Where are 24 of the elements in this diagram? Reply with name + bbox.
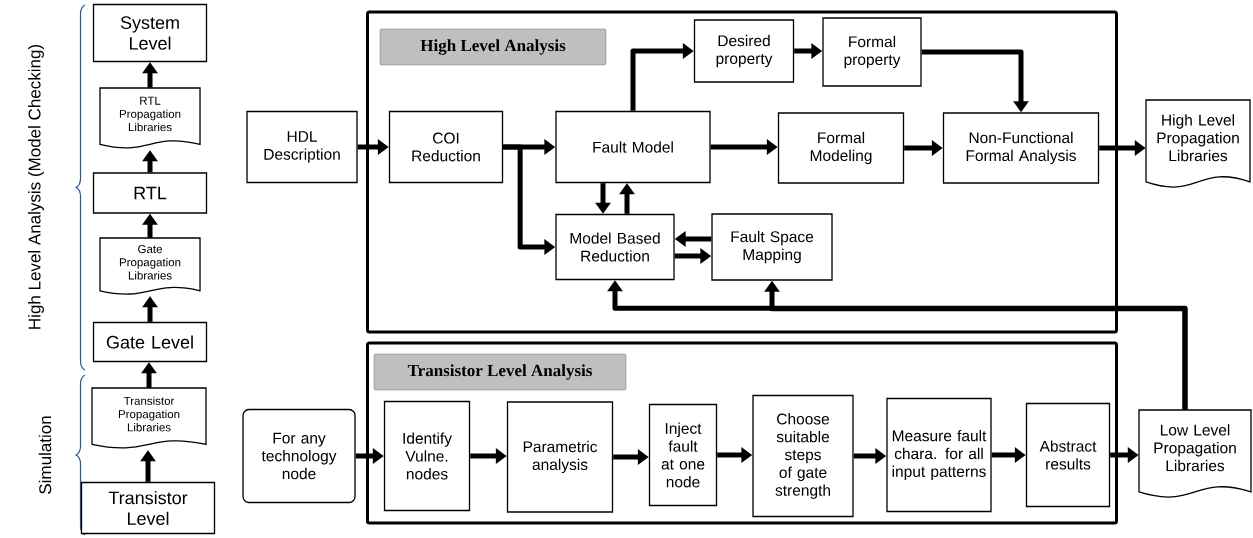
process-box: HDL Description xyxy=(246,110,358,184)
process-box: RTL xyxy=(92,172,208,214)
process-box: Measure fault chara. for all input patterns xyxy=(886,397,992,513)
process-box: Identify Vulne. nodes xyxy=(383,400,471,512)
process-box: Fault Space Mapping xyxy=(711,213,833,281)
process-box: Choose suitable steps of gate strength xyxy=(752,394,854,518)
rounded-box: For any technology node xyxy=(242,408,356,504)
process-box: Gate Level xyxy=(92,321,208,363)
process-box: Formal Modeling xyxy=(777,112,905,184)
process-box: COI Reduction xyxy=(388,110,504,184)
process-box: Abstract results xyxy=(1025,402,1111,508)
process-box: Inject fault at one node xyxy=(648,403,718,507)
process-box: Parametric analysis xyxy=(506,401,614,513)
process-box: Fault Model xyxy=(555,110,711,184)
section-heading: Transistor Level Analysis xyxy=(373,353,627,391)
process-box: System Level xyxy=(92,3,208,63)
process-box: Desired property xyxy=(693,19,795,83)
side-label: High Level Analysis (Model Checking) xyxy=(28,44,44,329)
process-box: Transistor Level xyxy=(80,481,216,535)
side-label: Simulation xyxy=(38,416,52,494)
process-box: Non-Functional Formal Analysis xyxy=(942,112,1100,184)
process-box: Formal property xyxy=(822,17,922,87)
process-box: Model Based Reduction xyxy=(555,213,675,281)
section-heading: High Level Analysis xyxy=(379,28,607,66)
